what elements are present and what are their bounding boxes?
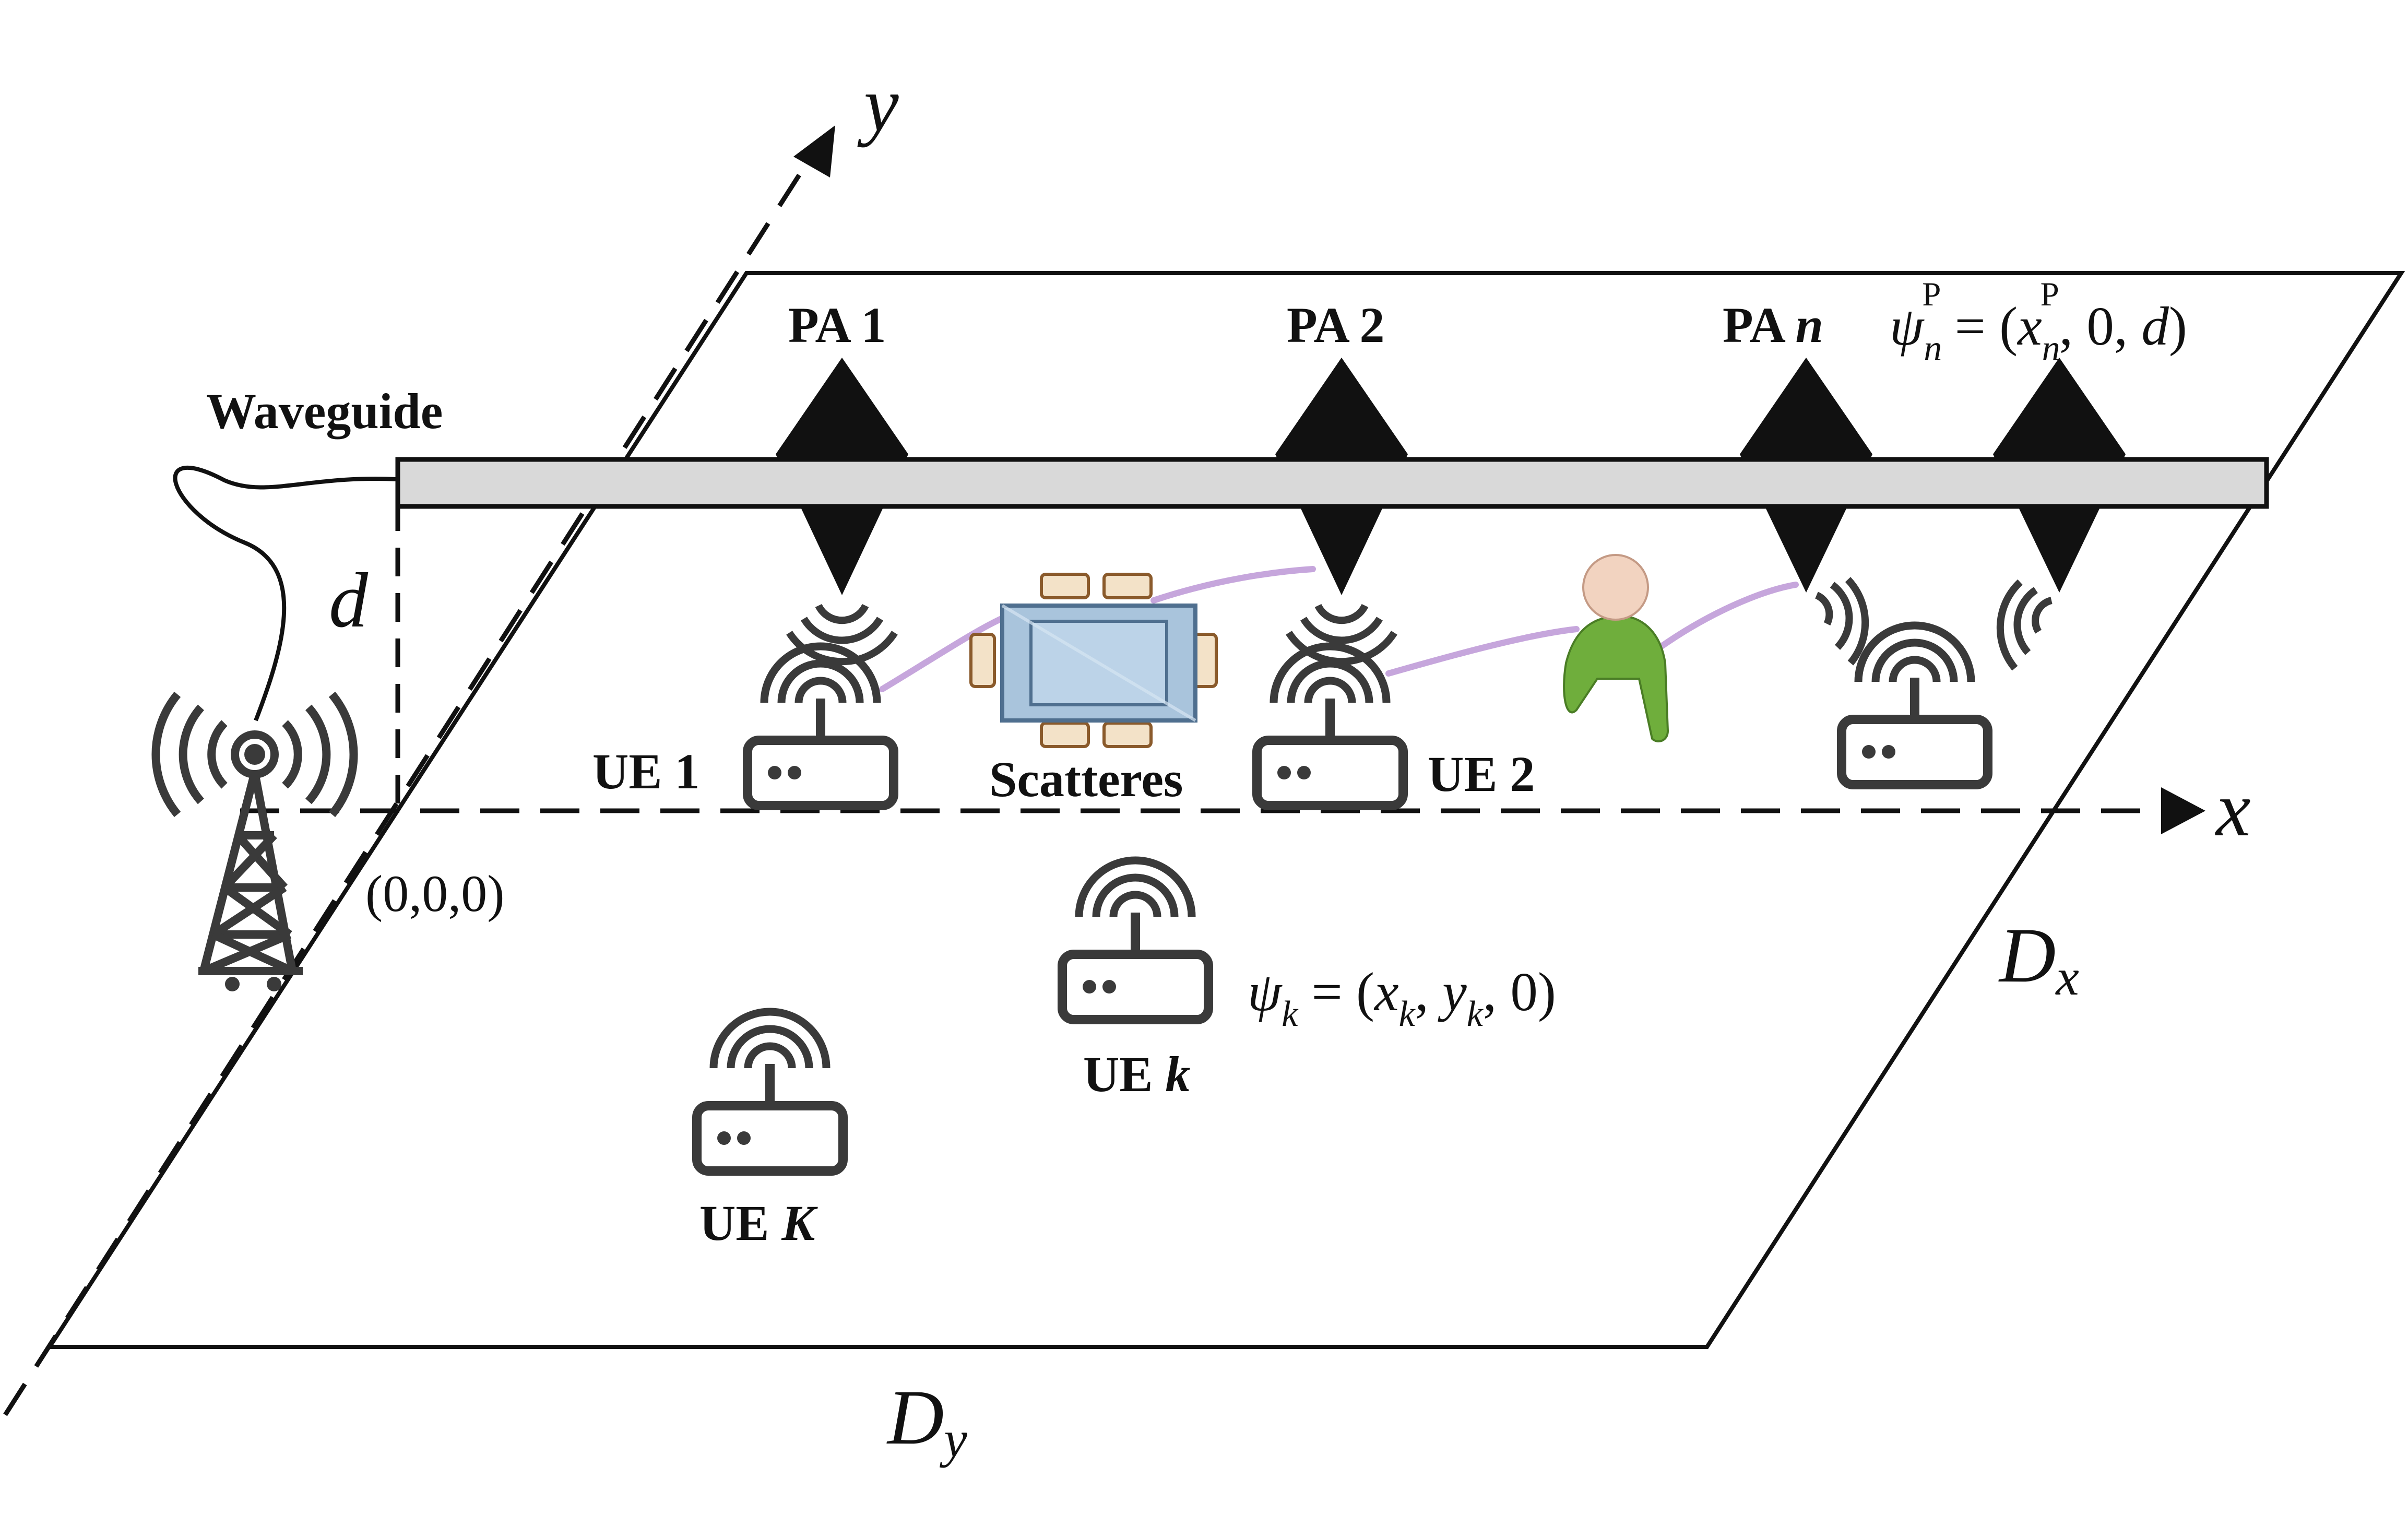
y-axis-label: y <box>857 61 899 148</box>
waveguide-label: Waveguide <box>206 383 443 439</box>
pa-1-label: PA 1 <box>788 297 886 353</box>
dy-label: Dy <box>886 1374 967 1468</box>
scatterer-table-icon <box>969 573 1218 748</box>
ue-position-label: ψk = (xk, yk, 0) <box>1248 961 1556 1034</box>
ue-k-label: UE k <box>1083 1046 1190 1102</box>
ue-1-label: UE 1 <box>592 743 699 799</box>
pinching-antenna-1 <box>776 358 908 666</box>
waveguide-bar <box>395 457 2269 509</box>
pa-n-label: PA n <box>1723 297 1823 353</box>
x-axis-label: x <box>2215 766 2251 853</box>
pa-2-label: PA 2 <box>1287 297 1385 353</box>
ue-icon-k <box>1062 860 1208 1020</box>
base-station-icon <box>151 691 358 991</box>
scattering-links <box>879 566 1799 692</box>
height-label: d <box>329 557 369 644</box>
origin-label: (0,0,0) <box>365 865 505 922</box>
pa-position-label: ψnP = (xnP, 0, d) <box>1890 276 2187 369</box>
pinching-antenna-n <box>1740 358 1872 666</box>
pinching-antenna-2 <box>1275 358 1408 666</box>
ue-2-label: UE 2 <box>1428 746 1535 802</box>
ue-icon-K <box>697 1012 843 1171</box>
dx-label: Dx <box>1998 912 2079 1006</box>
feed-cable <box>173 466 397 721</box>
person-icon <box>1563 554 1669 742</box>
ue-icon-1 <box>748 646 894 806</box>
scatterers-label: Scatteres <box>989 751 1183 807</box>
x-axis <box>240 787 2205 834</box>
ue-icon-2 <box>1257 646 1403 806</box>
ue-K-label: UE K <box>699 1195 818 1251</box>
y-axis <box>3 125 835 1416</box>
ue-icon-3 <box>1842 625 1988 785</box>
pinching-antenna-n-plus <box>1993 358 2126 671</box>
ground-plane <box>45 271 2405 1349</box>
